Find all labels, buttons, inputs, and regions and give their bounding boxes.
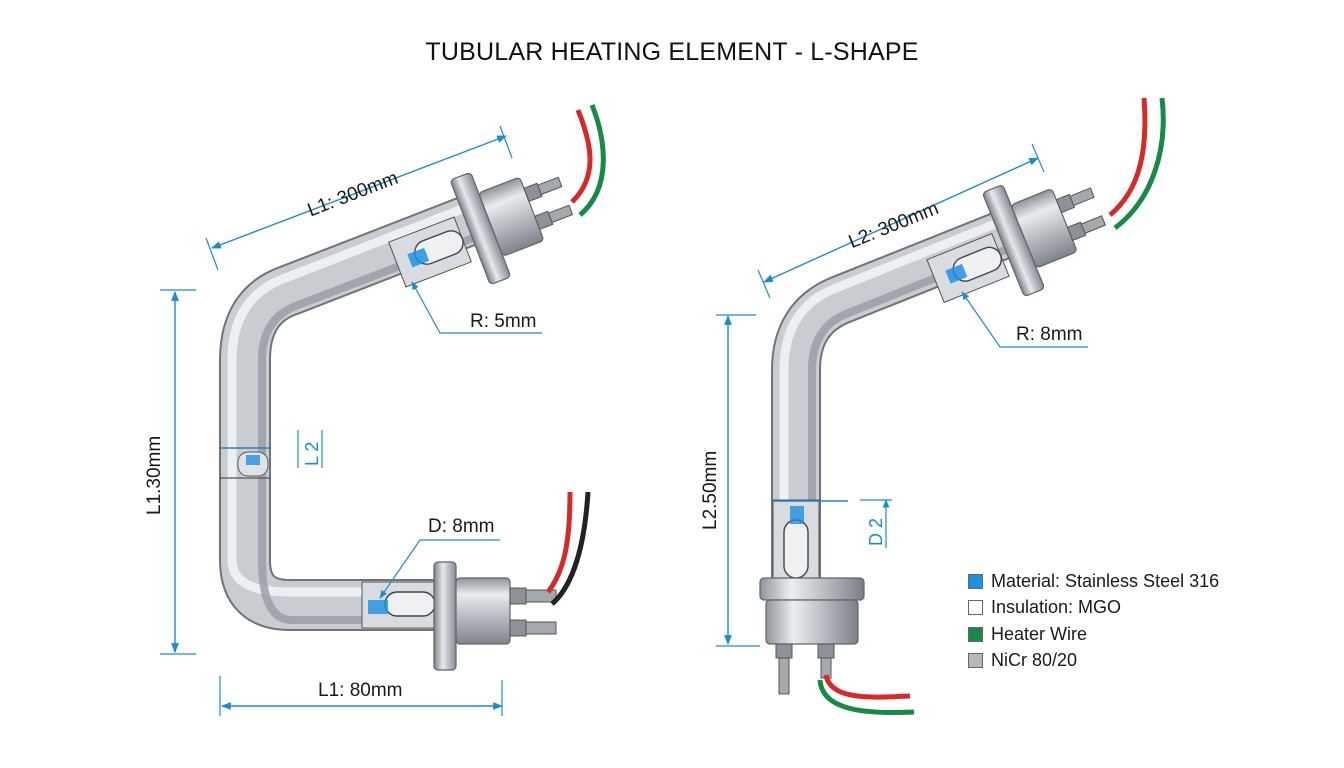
legend-swatch-nicr	[968, 653, 983, 669]
right-small-marker-label: D 2	[866, 518, 886, 546]
legend-item-material: Material: Stainless Steel 316	[968, 568, 1219, 595]
diagram-title: TUBULAR HEATING ELEMENT - L-SHAPE	[425, 38, 919, 66]
left-bend-radius-label: R: 5mm	[470, 311, 537, 332]
legend-swatch-heater-wire	[968, 626, 983, 642]
left-radius-leader	[411, 281, 542, 334]
right-top-wire-red	[1108, 97, 1148, 217]
left-diameter-label: D: 8mm	[428, 516, 495, 537]
right-heating-element: L2: 300mm L2.50mm R: 8mm D 2	[700, 97, 1166, 716]
left-bottom-cutaway	[361, 581, 436, 629]
legend-label-material: Material: Stainless Steel 316	[991, 570, 1220, 591]
right-vertical-length-label: L2.50mm	[700, 451, 721, 530]
right-radius-leader	[961, 291, 1088, 348]
left-bottom-length-label: L1: 80mm	[318, 680, 402, 701]
right-tube-highlight	[779, 215, 1007, 585]
left-small-marker-label: L 2	[302, 442, 322, 466]
right-dim-top-ext-b	[1031, 143, 1045, 173]
right-bottom-wire-red	[823, 674, 911, 700]
left-heating-element: L1: 300mm L1.30mm L1: 80mm R: 5mm D: 8mm…	[144, 104, 606, 716]
left-tube-shadow	[258, 232, 480, 624]
left-dim-top-line	[211, 135, 507, 249]
legend-item-heater-wire: Heater Wire	[968, 621, 1219, 648]
right-dim-top-line	[763, 157, 1039, 283]
right-top-wire-green	[1113, 97, 1166, 230]
left-top-flange	[450, 172, 574, 285]
right-bend-radius-label: R: 8mm	[1016, 324, 1083, 345]
legend: Material: Stainless Steel 316 Insulation…	[968, 568, 1219, 674]
legend-item-nicr: NiCr 80/20	[968, 648, 1219, 675]
legend-label-insulation: Insulation: MGO	[991, 597, 1122, 618]
legend-swatch-insulation	[968, 600, 983, 616]
left-dim-top-ext-b	[499, 125, 513, 159]
right-tube-body	[773, 210, 1019, 585]
right-tube-shadow	[808, 242, 1017, 585]
left-top-wire-green	[578, 104, 606, 217]
left-bottom-wire-red	[546, 491, 573, 594]
left-joint-coil	[246, 455, 260, 465]
legend-swatch-material	[968, 573, 983, 589]
left-top-wire-red	[570, 109, 593, 204]
left-diameter-leader	[379, 539, 500, 599]
right-bottom-cutaway	[772, 499, 820, 579]
left-top-length-label: L1: 300mm	[305, 168, 401, 222]
left-vertical-length-label: L1.30mm	[144, 436, 165, 515]
legend-label-heater-wire: Heater Wire	[991, 623, 1088, 644]
right-dim-top-ext-a	[757, 269, 771, 299]
left-bottom-flange	[433, 561, 557, 671]
legend-item-insulation: Insulation: MGO	[968, 595, 1219, 622]
legend-label-nicr: NiCr 80/20	[991, 650, 1078, 671]
right-bottom-flange	[759, 577, 865, 695]
left-dim-top-ext-a	[205, 237, 219, 271]
left-bottom-wire-black	[550, 491, 591, 606]
right-bottom-wire-green	[817, 679, 915, 716]
